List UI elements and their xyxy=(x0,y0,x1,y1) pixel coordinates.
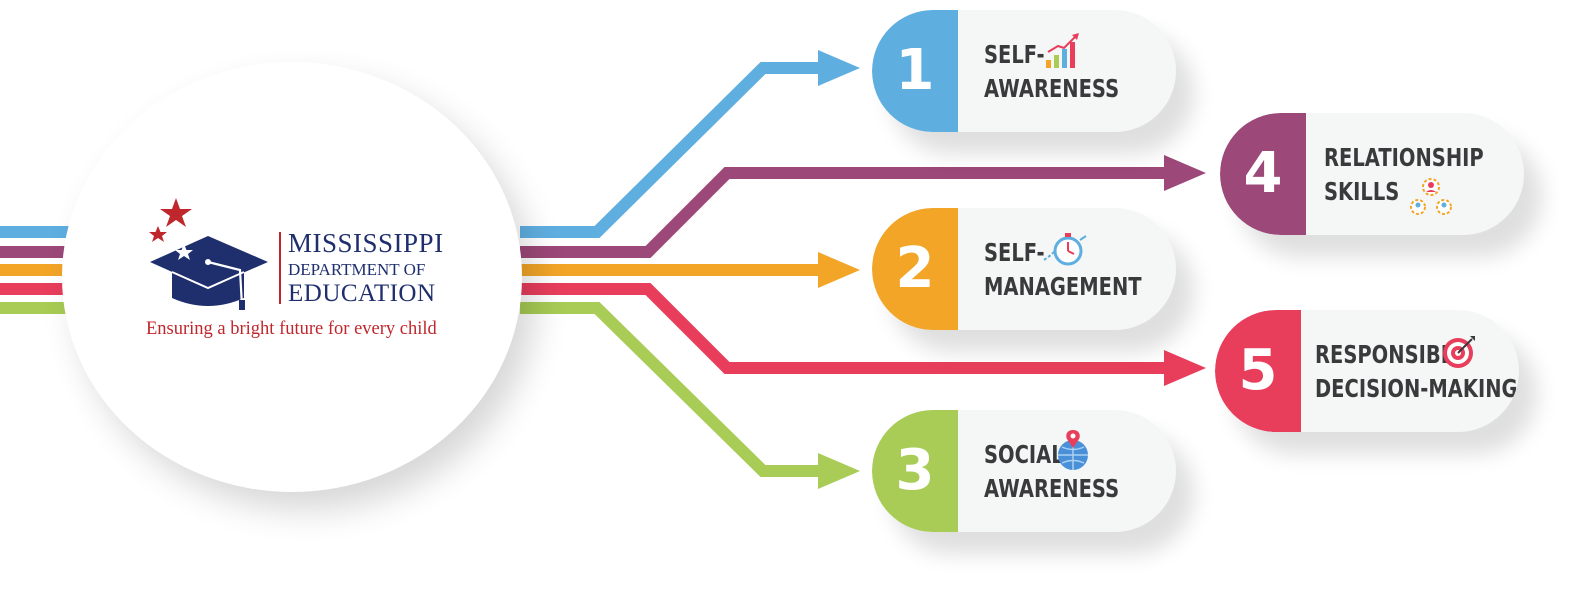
competency-card-5: 5 RESPONSIBLE DECISION-MAKING xyxy=(1215,310,1519,432)
competency-title-line2: AWARENESS xyxy=(984,474,1120,503)
arrow-to-competency-3 xyxy=(520,302,860,489)
competency-title-line1: SELF- xyxy=(984,238,1045,267)
competency-number: 2 xyxy=(872,208,958,330)
bar-chart-icon xyxy=(1046,33,1079,68)
competency-card-4: 4 RELATIONSHIP SKILLS xyxy=(1220,113,1524,235)
competency-title: RELATIONSHIP SKILLS xyxy=(1324,141,1484,209)
logo-department: DEPARTMENT OF xyxy=(288,260,426,279)
competency-title: SELF- AWARENESS xyxy=(984,38,1119,106)
competency-card-3: 3 SOCIAL AWARENESS xyxy=(872,410,1176,532)
competency-number: 1 xyxy=(872,10,958,132)
logo-tagline: Ensuring a bright future for every child xyxy=(146,319,437,339)
competency-title-line1: RELATIONSHIP xyxy=(1324,143,1484,172)
competency-title-line2: DECISION-MAKING xyxy=(1315,374,1518,403)
competency-title: RESPONSIBLE DECISION-MAKING xyxy=(1315,338,1518,406)
arrow-to-competency-5 xyxy=(520,283,1206,386)
competency-card-1: 1 SELF- AWARENESS xyxy=(872,10,1176,132)
competency-title-line2: SKILLS xyxy=(1324,177,1400,206)
logo-divider xyxy=(279,232,281,304)
competency-card-2: 2 SELF- MANAGEMENT xyxy=(872,208,1176,330)
target-icon xyxy=(1443,336,1475,368)
stopwatch-icon xyxy=(1043,233,1087,266)
competency-title: SOCIAL AWARENESS xyxy=(984,438,1119,506)
arrow-to-competency-1 xyxy=(520,50,860,238)
arrow-to-competency-2 xyxy=(520,252,860,288)
logo-state-name: MISSISSIPPI xyxy=(288,228,444,258)
competency-title-line1: SELF- xyxy=(984,40,1045,69)
globe-pin-icon xyxy=(1058,430,1088,470)
people-network-icon xyxy=(1410,178,1452,215)
graduation-cap-icon xyxy=(149,198,268,310)
competency-title-line1: SOCIAL xyxy=(984,440,1064,469)
logo-education: EDUCATION xyxy=(288,280,436,307)
arrow-to-competency-4 xyxy=(520,155,1206,258)
competency-title: SELF- MANAGEMENT xyxy=(984,236,1142,304)
logo-circle xyxy=(62,62,522,492)
competency-title-line2: MANAGEMENT xyxy=(984,272,1142,301)
mde-logo: MISSISSIPPI DEPARTMENT OF EDUCATION Ensu… xyxy=(146,196,476,346)
competency-title-line1: RESPONSIBLE xyxy=(1315,340,1467,369)
competency-title-line2: AWARENESS xyxy=(984,74,1120,103)
